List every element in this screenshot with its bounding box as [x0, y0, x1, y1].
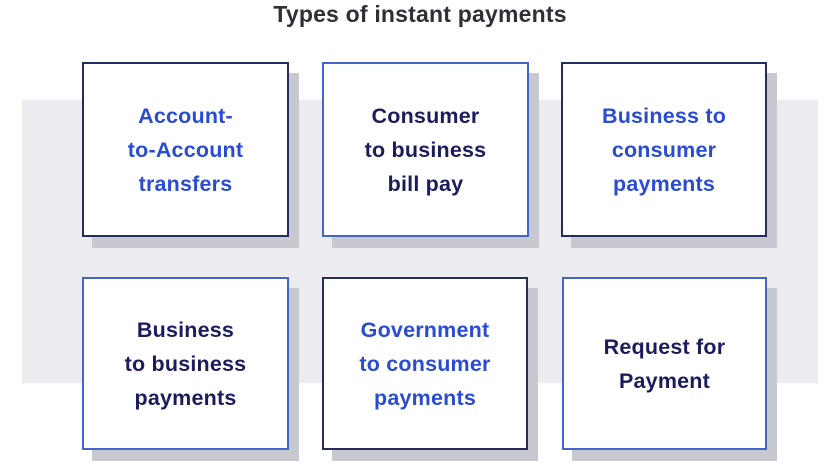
card-label: Business to business payments	[124, 317, 247, 410]
card-consumer-to-business-bill-pay: Consumer to business bill pay	[322, 62, 529, 237]
card-account-to-account-transfers: Account- to-Account transfers	[82, 62, 289, 237]
card-label: Business to consumer payments	[601, 103, 727, 196]
card-label: Account- to-Account transfers	[127, 103, 244, 196]
card-government-to-consumer-payments: Government to consumer payments	[322, 277, 528, 450]
card-business-to-consumer-payments: Business to consumer payments	[561, 62, 767, 237]
card-label: Government to consumer payments	[359, 317, 491, 410]
diagram-title: Types of instant payments	[273, 1, 567, 27]
card-label: Request for Payment	[603, 334, 726, 393]
card-business-to-business-payments: Business to business payments	[82, 277, 289, 450]
card-label: Consumer to business bill pay	[364, 103, 487, 196]
card-request-for-payment: Request for Payment	[562, 277, 767, 450]
